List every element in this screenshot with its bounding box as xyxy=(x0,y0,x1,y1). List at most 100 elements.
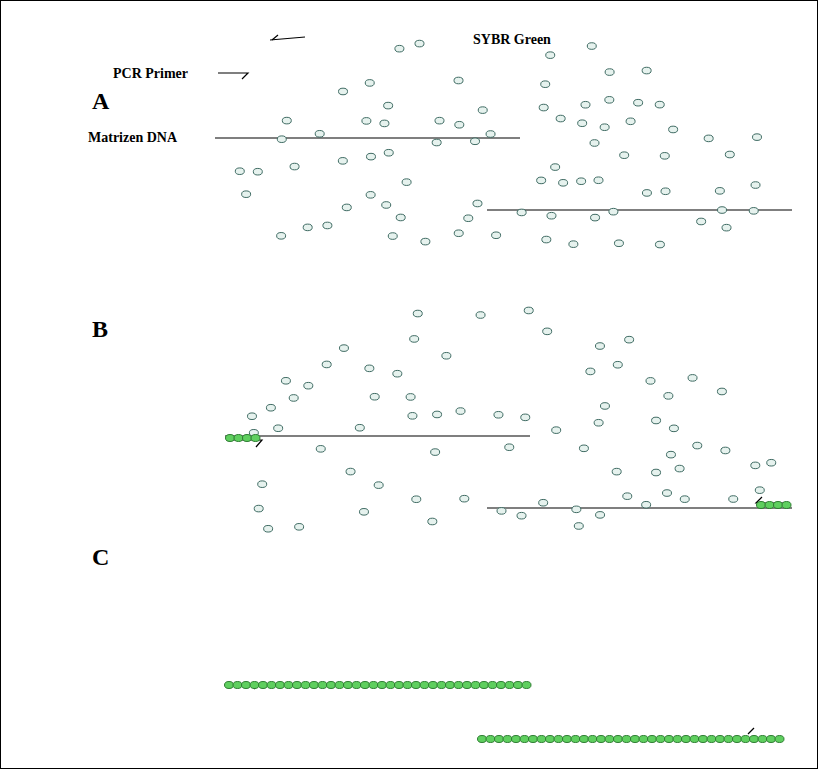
sybr-molecule xyxy=(600,403,609,410)
sybr-molecule xyxy=(539,499,548,506)
sybr-molecule xyxy=(374,482,383,489)
sybr-molecule xyxy=(517,209,526,216)
sybr-molecule xyxy=(258,481,267,488)
bound-sybr xyxy=(335,682,344,689)
bound-sybr xyxy=(226,435,235,442)
sybr-molecule xyxy=(577,178,586,185)
sybr-molecule xyxy=(235,168,244,175)
bound-sybr xyxy=(554,736,563,743)
template-label: Matrizen DNA xyxy=(88,131,177,145)
sybr-molecule xyxy=(662,490,671,497)
sybr-molecule xyxy=(546,52,555,59)
sybr-molecule xyxy=(612,468,621,475)
sybr-molecule xyxy=(751,182,760,189)
sybr-molecule xyxy=(755,487,764,494)
bound-sybr xyxy=(437,682,446,689)
sybr-molecule xyxy=(365,365,374,372)
bound-sybr xyxy=(673,736,682,743)
sybr-molecule xyxy=(492,232,501,239)
bound-sybr xyxy=(588,736,597,743)
bound-sybr xyxy=(563,736,572,743)
dna-strand xyxy=(487,507,792,508)
sybr-molecule xyxy=(623,493,632,500)
sybr-molecule xyxy=(338,158,347,165)
bound-sybr xyxy=(495,736,504,743)
sybr-molecule xyxy=(382,202,391,209)
bound-sybr xyxy=(251,435,260,442)
sybr-molecule xyxy=(600,124,609,131)
pcr-primer xyxy=(748,728,754,734)
bound-sybr xyxy=(665,736,674,743)
sybr-molecule xyxy=(572,506,581,513)
bound-sybr xyxy=(420,682,429,689)
sybr-molecule xyxy=(594,419,603,426)
sybr-molecule xyxy=(421,238,430,245)
bound-sybr xyxy=(639,736,648,743)
sybr-molecule xyxy=(384,149,393,156)
sybr-molecule xyxy=(661,188,670,195)
sybr-molecule xyxy=(613,361,622,368)
bound-sybr xyxy=(429,682,438,689)
sybr-molecule xyxy=(339,88,348,95)
dye-label: SYBR Green xyxy=(473,33,551,47)
sybr-molecule xyxy=(669,425,678,432)
dna-strand xyxy=(487,209,792,210)
sybr-molecule xyxy=(290,163,299,170)
sybr-molecule xyxy=(704,135,713,142)
sybr-molecule xyxy=(428,518,437,525)
bound-sybr xyxy=(537,736,546,743)
bound-sybr xyxy=(454,682,463,689)
primer-label: PCR Primer xyxy=(113,67,188,81)
sybr-molecule xyxy=(680,496,689,503)
bound-sybr xyxy=(522,682,531,689)
bound-sybr xyxy=(648,736,657,743)
sybr-molecule xyxy=(718,207,727,214)
panel-letter: B xyxy=(92,317,108,341)
sybr-molecule xyxy=(642,190,651,197)
bound-sybr xyxy=(310,682,319,689)
sybr-molecule xyxy=(660,153,669,160)
sybr-molecule xyxy=(581,101,590,108)
bound-sybr xyxy=(733,736,742,743)
pcr-primer xyxy=(218,73,248,79)
bound-sybr xyxy=(233,682,242,689)
sybr-molecule xyxy=(315,130,324,137)
bound-sybr xyxy=(750,736,759,743)
bound-sybr xyxy=(250,682,259,689)
sybr-molecule xyxy=(277,136,286,143)
sybr-molecule xyxy=(614,240,623,247)
sybr-molecule xyxy=(595,343,604,350)
primer-tick xyxy=(272,35,278,40)
bound-sybr xyxy=(242,682,251,689)
bound-sybr xyxy=(765,502,774,509)
sybr-molecule xyxy=(541,81,550,88)
sybr-molecule xyxy=(274,425,283,432)
sybr-molecule xyxy=(542,236,551,243)
sybr-molecule xyxy=(388,233,397,240)
bound-sybr xyxy=(243,435,252,442)
sybr-molecule xyxy=(666,451,675,458)
sybr-molecule xyxy=(646,378,655,385)
bound-sybr xyxy=(707,736,716,743)
sybr-molecule xyxy=(281,377,290,384)
panel-letter: A xyxy=(92,89,109,113)
sybr-molecule xyxy=(413,310,422,317)
sybr-molecule xyxy=(587,43,596,50)
sybr-molecule xyxy=(605,97,614,104)
sybr-molecule xyxy=(717,388,726,395)
bound-sybr xyxy=(656,736,665,743)
bound-sybr xyxy=(775,736,784,743)
sybr-molecule xyxy=(247,413,256,420)
sybr-molecule xyxy=(471,138,480,145)
sybr-molecule xyxy=(505,444,514,451)
sybr-molecule xyxy=(355,424,364,431)
sybr-molecule xyxy=(304,382,313,389)
bound-sybr xyxy=(622,736,631,743)
sybr-molecule xyxy=(408,413,417,420)
sybr-molecule xyxy=(556,115,565,122)
sybr-molecule xyxy=(569,241,578,248)
bound-sybr xyxy=(284,682,293,689)
sybr-molecule xyxy=(578,120,587,127)
